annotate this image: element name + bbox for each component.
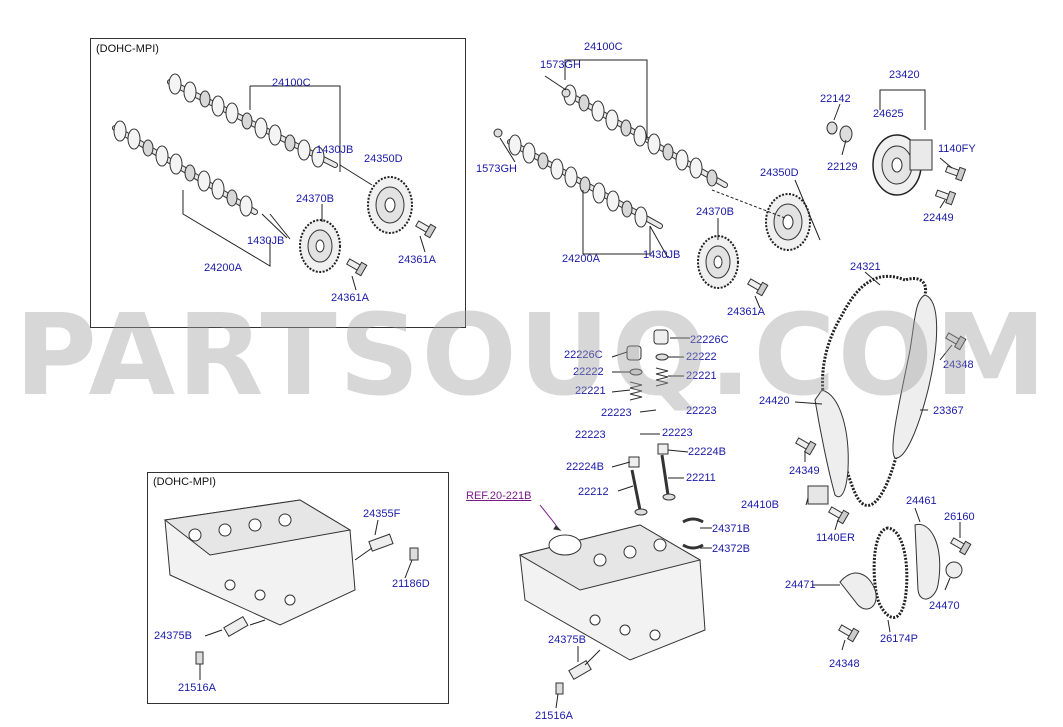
part-label-1430jb[interactable]: 1430JB <box>316 144 354 156</box>
part-label-22222[interactable]: 22222 <box>686 351 717 363</box>
part-label-22223[interactable]: 22223 <box>662 427 693 439</box>
valve-train <box>626 329 676 516</box>
chain-guide-24420 <box>814 389 849 498</box>
part-label-22212[interactable]: 22212 <box>578 486 609 498</box>
box-title-bottom: (DOHC-MPI) <box>153 476 216 488</box>
chain-26174P <box>872 526 909 619</box>
part-label-24321[interactable]: 24321 <box>850 261 881 273</box>
timing-chain-24321 <box>821 274 928 507</box>
camshaft-24100C-tm <box>562 84 728 188</box>
cylinder-head-center <box>518 524 706 661</box>
cylinder-head-bl <box>163 499 356 626</box>
part-label-24370b[interactable]: 24370B <box>696 206 734 218</box>
part-label-24350d[interactable]: 24350D <box>760 167 799 179</box>
part-label-24349[interactable]: 24349 <box>789 465 820 477</box>
part-label-24371b[interactable]: 24371B <box>712 523 750 535</box>
cvvt-24625 <box>872 134 933 196</box>
part-label-26174p[interactable]: 26174P <box>880 633 918 645</box>
camshaft-24200A-tm <box>507 134 663 229</box>
part-label-24350d[interactable]: 24350D <box>364 153 403 165</box>
part-label-24348[interactable]: 24348 <box>943 359 974 371</box>
part-label-24200a[interactable]: 24200A <box>562 253 600 265</box>
sprocket-24350D-tm <box>765 193 811 251</box>
bolt-tm <box>745 275 769 297</box>
bolt-26160 <box>948 534 972 556</box>
bolt-24348-b <box>836 621 860 643</box>
part-label-24410b[interactable]: 24410B <box>741 499 779 511</box>
part-label-23367[interactable]: 23367 <box>933 405 964 417</box>
bolt-1140FY <box>943 162 967 182</box>
part-label-24471[interactable]: 24471 <box>785 579 816 591</box>
part-label-24461[interactable]: 24461 <box>906 495 937 507</box>
part-label-21516a[interactable]: 21516A <box>178 682 216 694</box>
ref-link[interactable]: REF.20-221B <box>466 490 532 502</box>
sensor-24375B-center <box>568 659 592 681</box>
bolt-24349 <box>793 434 817 456</box>
part-label-24372b[interactable]: 24372B <box>712 543 750 555</box>
part-label-1430jb[interactable]: 1430JB <box>247 235 285 247</box>
bolt-22449 <box>933 186 957 206</box>
part-label-24420[interactable]: 24420 <box>759 395 790 407</box>
part-label-22142[interactable]: 22142 <box>820 93 851 105</box>
part-label-24375b[interactable]: 24375B <box>548 634 586 646</box>
bolt-24348-a <box>943 329 967 351</box>
part-label-24355f[interactable]: 24355F <box>363 508 401 520</box>
dohc-mpi-box-top <box>90 38 466 328</box>
part-label-24375b[interactable]: 24375B <box>154 630 192 642</box>
part-label-22223[interactable]: 22223 <box>601 407 632 419</box>
part-label-22224b[interactable]: 22224B <box>566 461 604 473</box>
part-label-23420[interactable]: 23420 <box>889 69 920 81</box>
part-label-22226c[interactable]: 22226C <box>564 349 603 361</box>
part-label-26160[interactable]: 26160 <box>944 511 975 523</box>
part-label-22224b[interactable]: 22224B <box>688 446 726 458</box>
part-label-22221[interactable]: 22221 <box>686 370 717 382</box>
part-label-22221[interactable]: 22221 <box>575 385 606 397</box>
part-label-24100c[interactable]: 24100C <box>272 77 311 89</box>
part-label-24370b[interactable]: 24370B <box>296 193 334 205</box>
part-label-1140er[interactable]: 1140ER <box>816 532 855 544</box>
part-label-24361a[interactable]: 24361A <box>398 254 436 266</box>
chain-guide-23367 <box>892 294 938 459</box>
part-label-1430jb[interactable]: 1430JB <box>643 249 681 261</box>
part-label-1573gh[interactable]: 1573GH <box>476 163 517 175</box>
part-label-22211[interactable]: 22211 <box>686 472 716 484</box>
part-label-22223[interactable]: 22223 <box>575 429 606 441</box>
camshaft-lower-tl <box>112 120 258 217</box>
part-label-24348[interactable]: 24348 <box>829 658 860 670</box>
dohc-mpi-box-bottom <box>147 472 449 704</box>
part-label-24361a[interactable]: 24361A <box>727 306 765 318</box>
part-label-22129[interactable]: 22129 <box>827 161 858 173</box>
sprocket-24350D-tl <box>367 176 413 234</box>
box-title-top: (DOHC-MPI) <box>96 43 159 55</box>
part-label-22223[interactable]: 22223 <box>686 405 717 417</box>
part-label-1573gh[interactable]: 1573GH <box>540 59 581 71</box>
sprocket-24370B-tm <box>697 235 739 289</box>
part-label-24200a[interactable]: 24200A <box>204 262 242 274</box>
part-label-21186d[interactable]: 21186D <box>392 578 430 590</box>
part-label-24470[interactable]: 24470 <box>929 600 960 612</box>
part-label-24361a[interactable]: 24361A <box>331 292 369 304</box>
part-label-21516a[interactable]: 21516A <box>535 710 573 722</box>
part-label-1140fy[interactable]: 1140FY <box>938 143 976 155</box>
part-label-22449[interactable]: 22449 <box>923 212 954 224</box>
part-label-24100c[interactable]: 24100C <box>584 41 623 53</box>
oil-control-valve-24355F <box>368 533 394 552</box>
part-label-22222[interactable]: 22222 <box>573 366 604 378</box>
part-label-22226c[interactable]: 22226C <box>690 334 729 346</box>
sprocket-24370B-tl <box>299 219 341 273</box>
part-label-24625[interactable]: 24625 <box>873 108 904 120</box>
sensor-24375B-bl <box>223 615 249 638</box>
